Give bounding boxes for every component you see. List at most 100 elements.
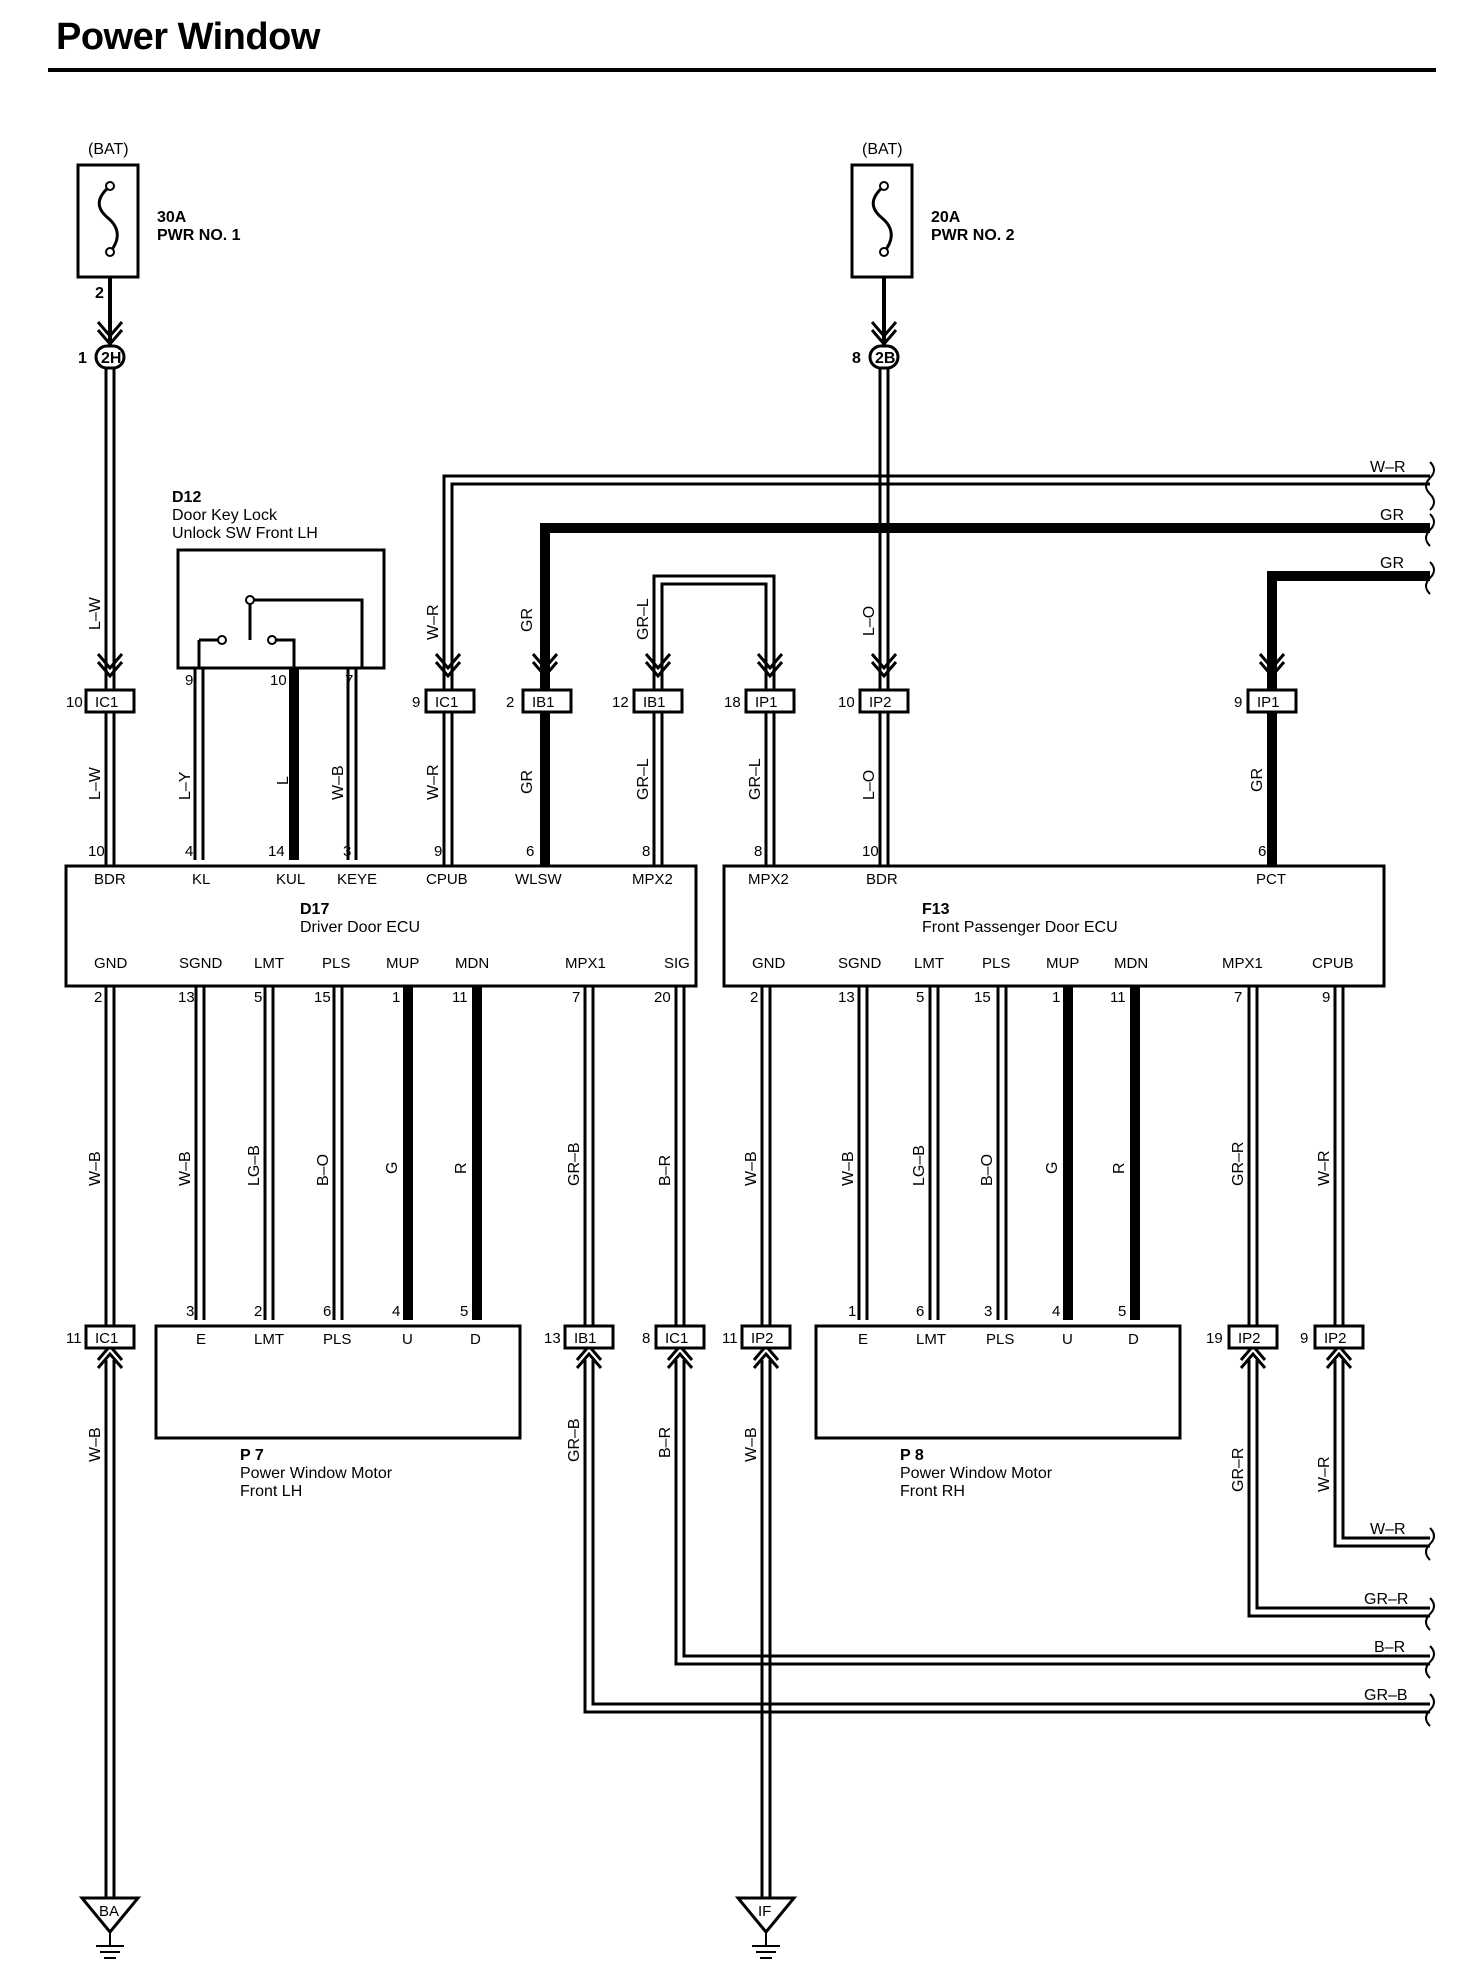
label-text: U	[1062, 1331, 1073, 1348]
label-text: KUL	[276, 871, 305, 888]
motor-p7: 3 2 6 4 5 E LMT PLS U D P 7 Power Window…	[154, 1303, 522, 1500]
label-text: 2	[506, 694, 514, 711]
label-text: KL	[192, 871, 210, 888]
label-text: 19	[1206, 1330, 1223, 1347]
connector-ib1: IB1 2	[506, 688, 573, 714]
connector-2h: 2H 1	[78, 344, 126, 370]
label-text: 6	[526, 843, 534, 860]
label-text: MDN	[455, 955, 489, 972]
label-text: IP2	[869, 694, 892, 711]
label-text: GR	[519, 770, 536, 794]
label-text: 13	[544, 1330, 561, 1347]
label-text: GR–R	[1230, 1142, 1247, 1186]
motor-name: Power Window Motor	[900, 1465, 1053, 1482]
low-wire-labels: W–B GR–B B–R W–B GR–R W–R	[87, 1418, 1333, 1492]
label-text: MUP	[1046, 955, 1079, 972]
ecu-id: D17	[300, 901, 329, 918]
label-text: W–R	[1370, 1521, 1406, 1538]
label-text: MPX1	[1222, 955, 1263, 972]
label-text: GR	[1380, 507, 1404, 524]
ecu-id: F13	[922, 901, 950, 918]
label-text: W–R	[425, 764, 442, 800]
label-text: 13	[178, 989, 195, 1006]
label-text: 8	[642, 843, 650, 860]
label-text: GR–L	[635, 598, 652, 640]
label-text: B–R	[1374, 1639, 1405, 1656]
label-text: 14	[268, 843, 285, 860]
connector-pin: 8	[852, 350, 861, 367]
label-text: PLS	[986, 1331, 1014, 1348]
label-text: PCT	[1256, 871, 1286, 888]
label-text: D	[1128, 1331, 1139, 1348]
switch-line2: Unlock SW Front LH	[172, 525, 318, 542]
connector-ip2: IP2 10	[838, 688, 910, 714]
label-text: 6	[916, 1303, 924, 1320]
ground-id: IF	[758, 1903, 771, 1920]
ground-if: IF	[734, 1896, 798, 1959]
motor-id: P 8	[900, 1447, 924, 1464]
label-text: 8	[642, 1330, 650, 1347]
label-text: L	[275, 776, 292, 785]
label-text: W–R	[1316, 1150, 1333, 1186]
label-text: 5	[916, 989, 924, 1006]
label-text: CPUB	[1312, 955, 1354, 972]
fuse-name: PWR NO. 1	[157, 227, 241, 244]
front-passenger-door-ecu: MPX2 BDR PCT F13 Front Passenger Door EC…	[722, 864, 1386, 988]
connector-ic1: IC1 10	[66, 688, 136, 714]
label-text: W–R	[425, 604, 442, 640]
label-text: PLS	[982, 955, 1010, 972]
label-text: 4	[185, 843, 193, 860]
fuse-rating: 30A	[157, 209, 187, 226]
label-text: L–O	[861, 606, 878, 636]
label-text: W–B	[743, 1427, 760, 1462]
label-text: SGND	[838, 955, 882, 972]
label-text: LMT	[914, 955, 944, 972]
label-text: W–B	[177, 1151, 194, 1186]
label-text: 3	[343, 843, 351, 860]
label-text: BDR	[866, 871, 898, 888]
motor-side: Front RH	[900, 1483, 965, 1500]
motor-p8: 1 6 3 4 5 E LMT PLS U D P 8 Power Window…	[814, 1303, 1182, 1500]
label-text: SIG	[664, 955, 690, 972]
lower-connectors: IC1 11 IB1 13 IC1 8 IP2 11 IP2 19 IP2 9	[66, 1324, 1365, 1350]
label-text: LMT	[254, 1331, 284, 1348]
label-text: E	[858, 1331, 868, 1348]
label-text: D	[470, 1331, 481, 1348]
label-text: 13	[838, 989, 855, 1006]
label-text: 2	[750, 989, 758, 1006]
title-rule	[48, 68, 1436, 72]
label-text: MPX2	[632, 871, 673, 888]
connector-ip1: IP1 9	[1234, 688, 1298, 714]
connector-ib1: IB1 13	[544, 1324, 615, 1350]
driver-door-ecu: BDR KL KUL KEYE CPUB WLSW MPX2 D17 Drive…	[64, 864, 698, 988]
fuse-pin: 2	[95, 285, 104, 302]
label-text: PLS	[322, 955, 350, 972]
label-text: LMT	[916, 1331, 946, 1348]
label-text: KEYE	[337, 871, 377, 888]
connector-ip1: IP1 18	[724, 688, 796, 714]
label-text: SGND	[179, 955, 223, 972]
label-text: 15	[974, 989, 991, 1006]
label-text: 11	[1110, 989, 1126, 1006]
label-text: GR	[1249, 768, 1266, 792]
label-text: 11	[722, 1330, 738, 1347]
connector-ic1: IC1 9	[412, 688, 476, 714]
label-text: MDN	[1114, 955, 1148, 972]
label-text: 11	[66, 1330, 82, 1347]
label-text: B–O	[979, 1154, 996, 1186]
label-text: GR–B	[566, 1418, 583, 1462]
label-text: GR–B	[1364, 1687, 1408, 1704]
label-text: 7	[1234, 989, 1242, 1006]
label-text: 20	[654, 989, 671, 1006]
switch-pin: 7	[345, 672, 353, 689]
motor-name: Power Window Motor	[240, 1465, 393, 1482]
label-text: GR–L	[635, 758, 652, 800]
label-text: 12	[612, 694, 629, 711]
right-edge-labels: W–R GR GR W–R GR–R B–R GR–B	[1364, 459, 1408, 1704]
label-text: 15	[314, 989, 331, 1006]
connector-2b: 2B 8	[852, 344, 900, 370]
label-text: L–Y	[177, 771, 194, 800]
label-text: IP2	[751, 1330, 774, 1347]
label-text: 9	[1234, 694, 1242, 711]
